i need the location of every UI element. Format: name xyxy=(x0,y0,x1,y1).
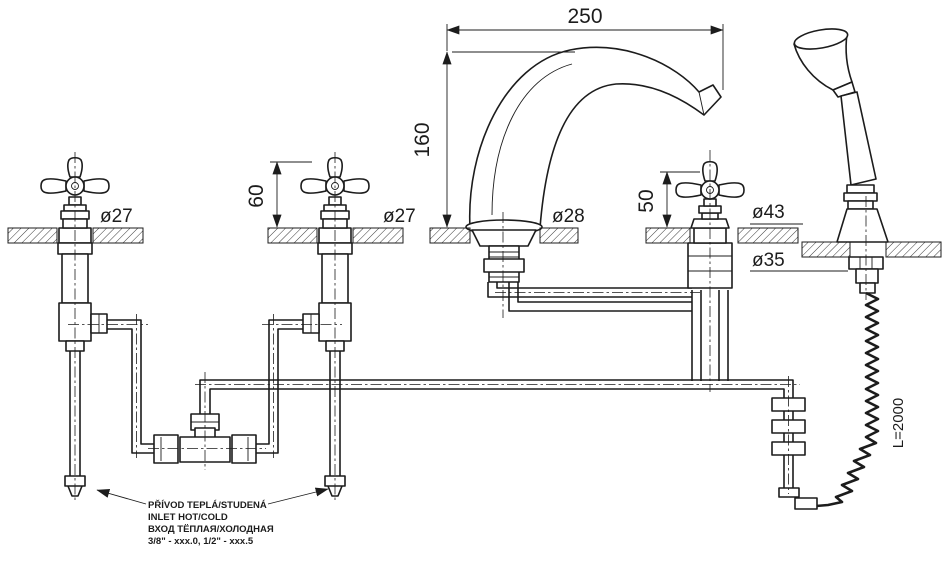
dia-shower-base-label: ø35 xyxy=(752,250,785,271)
shower-handle xyxy=(840,91,877,186)
middle-valve xyxy=(300,156,370,497)
dim-spout-height-label: 160 xyxy=(411,122,434,157)
hand-shower xyxy=(793,28,889,294)
inlet-note: PŘÍVOD TEPLÁ/STUDENÁ INLET HOT/COLD ВХОД… xyxy=(96,487,329,547)
dimensions: 250 160 60 50 ø27 ø27 ø28 ø43 ø35 L=2000 xyxy=(100,5,907,448)
dim-diverter-height-label: 50 xyxy=(635,189,658,212)
dia-diverter-label: ø43 xyxy=(752,202,785,223)
dim-spout-reach-label: 250 xyxy=(567,5,602,28)
left-valve xyxy=(40,156,110,497)
dia-spout-label: ø28 xyxy=(552,206,585,227)
dim-handle-height-label: 60 xyxy=(245,184,268,207)
deck-surfaces xyxy=(7,227,942,258)
centerlines xyxy=(68,150,867,502)
supply-pipes xyxy=(107,282,806,498)
dia-left-valve-label: ø27 xyxy=(100,206,133,227)
hose-length-label: L=2000 xyxy=(890,398,907,448)
dia-middle-valve-label: ø27 xyxy=(383,206,416,227)
shower-hose xyxy=(794,291,880,510)
note-line4: 3/8" - xxx.0, 1/2" - xxx.5 xyxy=(148,536,254,547)
note-line3: ВХОД ТЁПЛАЯ/ХОЛОДНАЯ xyxy=(148,524,274,535)
note-line2: INLET HOT/COLD xyxy=(148,512,228,523)
spout xyxy=(465,46,722,283)
note-line1: PŘÍVOD TEPLÁ/STUDENÁ xyxy=(148,499,267,511)
